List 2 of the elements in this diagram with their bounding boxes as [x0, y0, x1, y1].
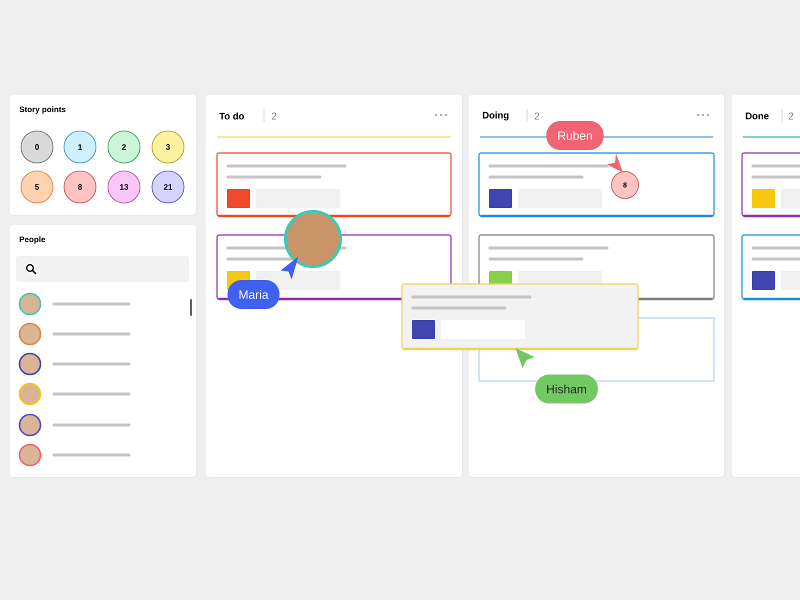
name-tag: Maria [228, 280, 280, 309]
name-tag: Ruben [546, 121, 604, 150]
